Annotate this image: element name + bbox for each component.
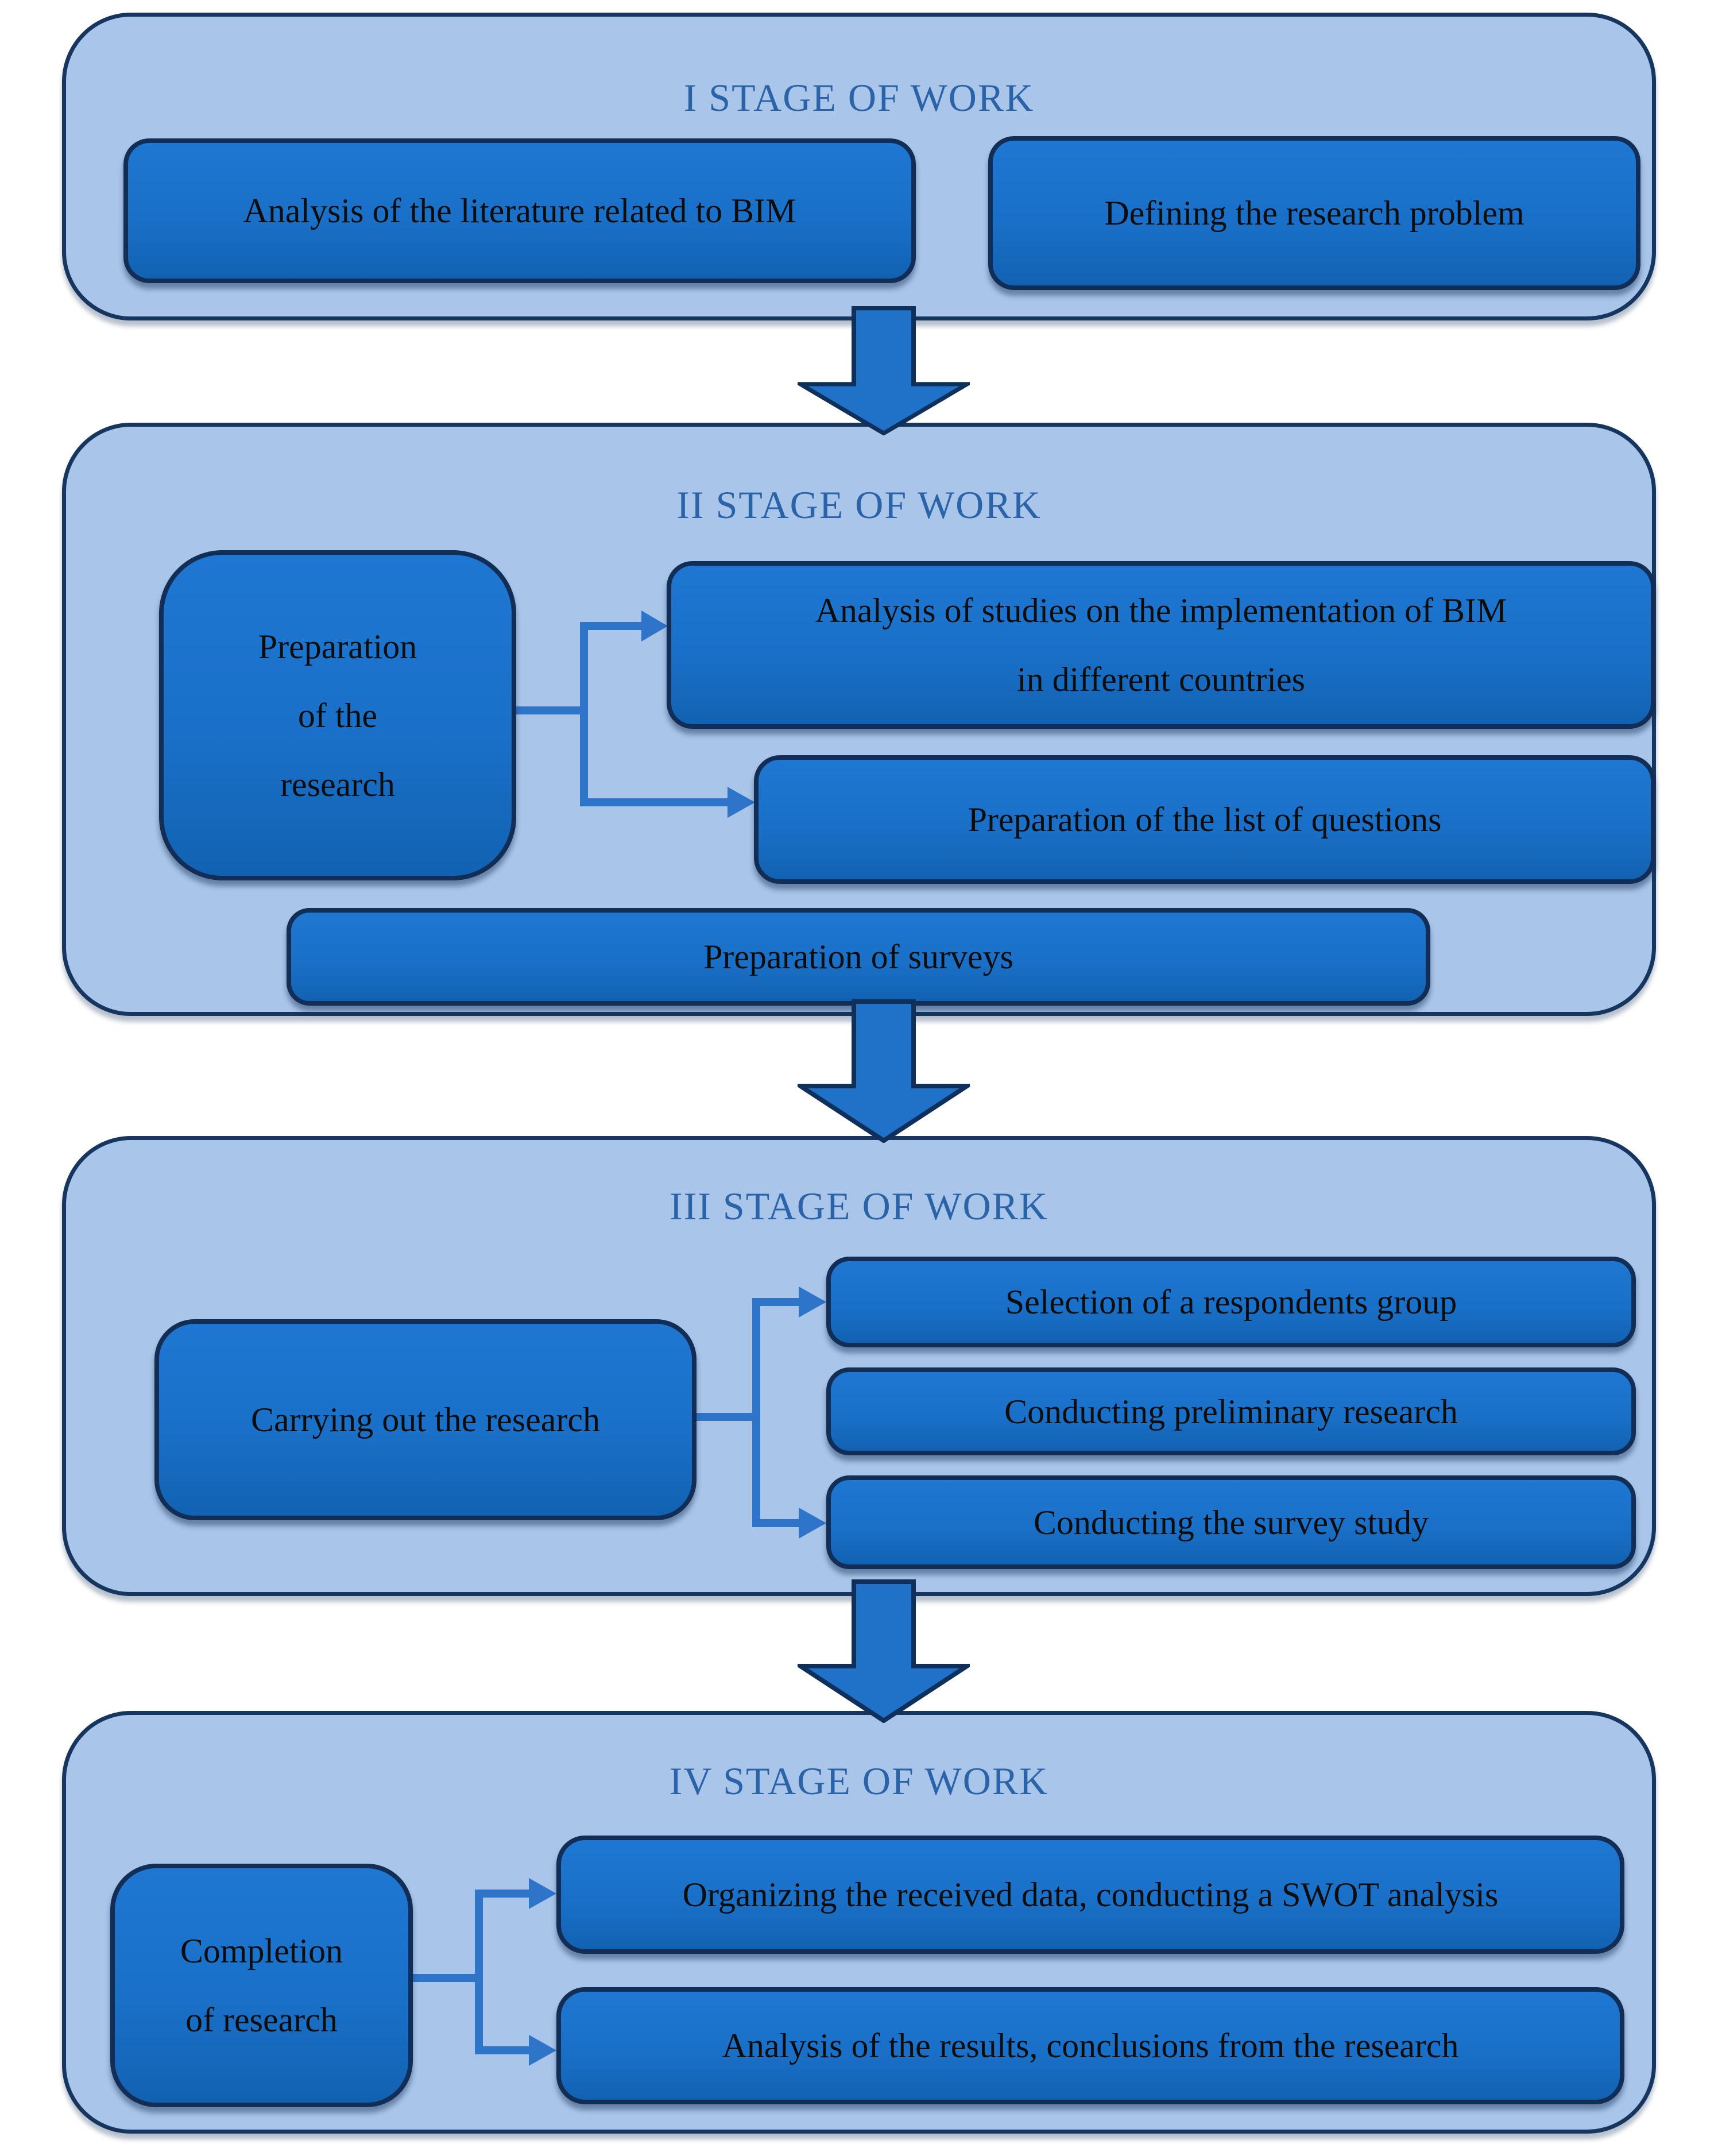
box-label: Organizing the received data, conducting…	[682, 1876, 1499, 1914]
stage-3-panel: III STAGE OF WORK Carrying out the resea…	[62, 1136, 1656, 1596]
box-label-line: research	[280, 765, 395, 803]
box-label: Conducting the survey study	[1033, 1503, 1429, 1541]
box-label: Carrying out the research	[250, 1401, 601, 1439]
box-label: Preparation of the list of questions	[968, 801, 1442, 839]
box-selection-respondents-group: Selection of a respondents group	[826, 1257, 1636, 1347]
box-conducting-preliminary-research: Conducting preliminary research	[826, 1367, 1636, 1455]
stage-4-panel: IV STAGE OF WORK Completion of research …	[62, 1711, 1656, 2134]
box-organizing-data-swot: Organizing the received data, conducting…	[556, 1836, 1624, 1954]
branch-connector-icon	[412, 1878, 556, 2066]
box-label-line: Preparation	[258, 627, 417, 666]
box-label-line: in different countries	[1016, 660, 1306, 698]
branch-connector-icon	[515, 611, 755, 818]
box-label: Analysis of the results, conclusions fro…	[722, 2027, 1459, 2065]
stage-2-title: II STAGE OF WORK	[676, 483, 1042, 527]
branch-connector-icon	[693, 1286, 826, 1539]
box-label: Defining the research problem	[1104, 194, 1524, 232]
box-label: Analysis of the literature related to BI…	[243, 192, 796, 230]
box-analysis-of-bim-studies: Analysis of studies on the implementatio…	[667, 561, 1655, 729]
box-analysis-of-literature: Analysis of the literature related to BI…	[123, 138, 916, 283]
box-carrying-out-research: Carrying out the research	[154, 1319, 697, 1520]
box-label: Preparation of surveys	[703, 938, 1013, 976]
stage-2-panel: II STAGE OF WORK Preparation of the rese…	[62, 423, 1656, 1016]
stage-1-title: I STAGE OF WORK	[683, 76, 1035, 119]
down-block-arrow-icon	[798, 306, 970, 435]
down-block-arrow-icon	[798, 1579, 970, 1723]
box-label-line: of research	[185, 2001, 338, 2039]
box-defining-research-problem: Defining the research problem	[988, 136, 1640, 290]
box-preparation-of-surveys: Preparation of surveys	[287, 908, 1430, 1006]
box-conducting-survey-study: Conducting the survey study	[826, 1475, 1636, 1569]
box-label-line: Analysis of studies on the implementatio…	[815, 592, 1507, 629]
stage-1-panel: I STAGE OF WORK Analysis of the literatu…	[62, 13, 1656, 320]
box-label-line: of the	[297, 696, 378, 735]
down-block-arrow-icon	[798, 999, 970, 1143]
box-label: Selection of a respondents group	[1005, 1283, 1457, 1321]
stage-4-title: IV STAGE OF WORK	[669, 1759, 1049, 1803]
box-label: Conducting preliminary research	[1004, 1392, 1458, 1431]
box-preparation-of-research: Preparation of the research	[159, 550, 516, 880]
box-label-line: Completion	[180, 1932, 343, 1970]
box-preparation-list-of-questions: Preparation of the list of questions	[754, 755, 1655, 884]
stage-3-title: III STAGE OF WORK	[669, 1184, 1049, 1228]
box-completion-of-research: Completion of research	[110, 1864, 413, 2107]
box-analysis-results-conclusions: Analysis of the results, conclusions fro…	[556, 1987, 1624, 2104]
